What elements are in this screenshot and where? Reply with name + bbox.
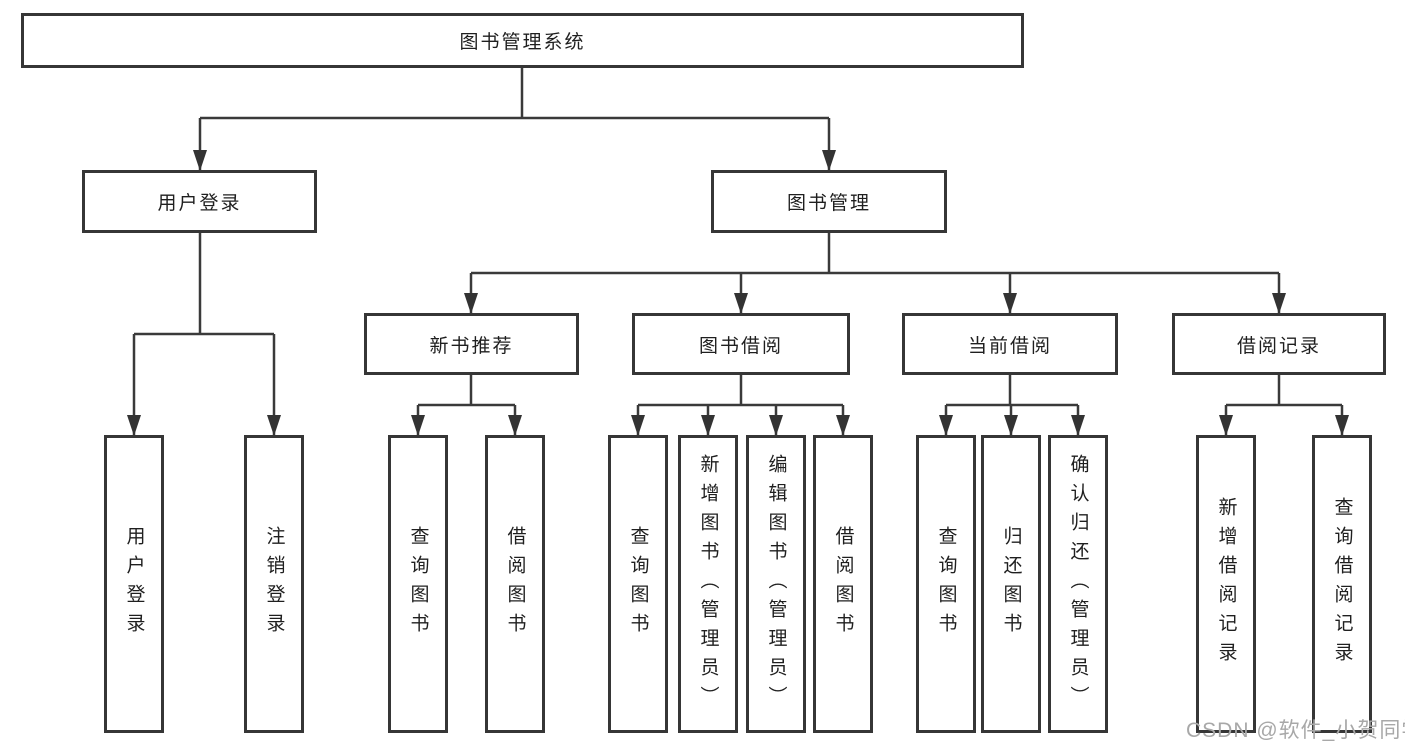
node-label: 图书借阅 <box>698 335 783 357</box>
leaf-logout: 注销登录 <box>244 435 304 733</box>
node-label: 注销登录 <box>263 526 285 642</box>
csdn-watermark: CSDN @软件_小贺同学 <box>1186 719 1405 742</box>
node-book-management: 图书管理 <box>711 170 947 233</box>
node-label: 当前借阅 <box>967 335 1052 357</box>
node-label: 归还图书 <box>1000 526 1022 642</box>
leaf-borrow-book: 借阅图书 <box>813 435 873 733</box>
leaf-edit-book-admin: 编辑图书（管理员） <box>746 435 806 733</box>
node-label: 新书推荐 <box>429 335 514 357</box>
leaf-confirm-return-admin: 确认归还（管理员） <box>1048 435 1108 733</box>
leaf-query-book-recommend: 查询图书 <box>388 435 448 733</box>
leaf-borrow-book-recommend: 借阅图书 <box>485 435 545 733</box>
leaf-query-borrow-record: 查询借阅记录 <box>1312 435 1372 733</box>
node-label: 确认归还（管理员） <box>1067 453 1089 715</box>
leaf-add-borrow-record: 新增借阅记录 <box>1196 435 1256 733</box>
leaf-user-login: 用户登录 <box>104 435 164 733</box>
node-label: 图书管理 <box>786 193 871 214</box>
node-label: 新增图书（管理员） <box>697 453 719 715</box>
leaf-query-book-current: 查询图书 <box>916 435 976 733</box>
node-label: 新增借阅记录 <box>1215 497 1237 671</box>
leaf-add-book-admin: 新增图书（管理员） <box>678 435 738 733</box>
node-user-login: 用户登录 <box>82 170 317 233</box>
node-label: 查询图书 <box>627 526 649 642</box>
node-label: 编辑图书（管理员） <box>765 453 787 715</box>
node-label: 用户登录 <box>123 526 145 642</box>
node-label: 查询借阅记录 <box>1331 497 1353 671</box>
leaf-query-book-borrow: 查询图书 <box>608 435 668 733</box>
node-book-borrow: 图书借阅 <box>632 313 850 375</box>
node-label: 查询图书 <box>407 526 429 642</box>
node-label: 图书管理系统 <box>459 32 586 53</box>
node-library-management-system: 图书管理系统 <box>21 13 1024 68</box>
node-label: 借阅图书 <box>504 526 526 642</box>
node-label: 查询图书 <box>935 526 957 642</box>
node-new-book-recommend: 新书推荐 <box>364 313 579 375</box>
node-label: 用户登录 <box>157 193 242 214</box>
node-current-borrow: 当前借阅 <box>902 313 1118 375</box>
node-label: 借阅记录 <box>1236 335 1321 357</box>
leaf-return-book: 归还图书 <box>981 435 1041 733</box>
node-label: 借阅图书 <box>832 526 854 642</box>
node-borrow-records: 借阅记录 <box>1172 313 1386 375</box>
